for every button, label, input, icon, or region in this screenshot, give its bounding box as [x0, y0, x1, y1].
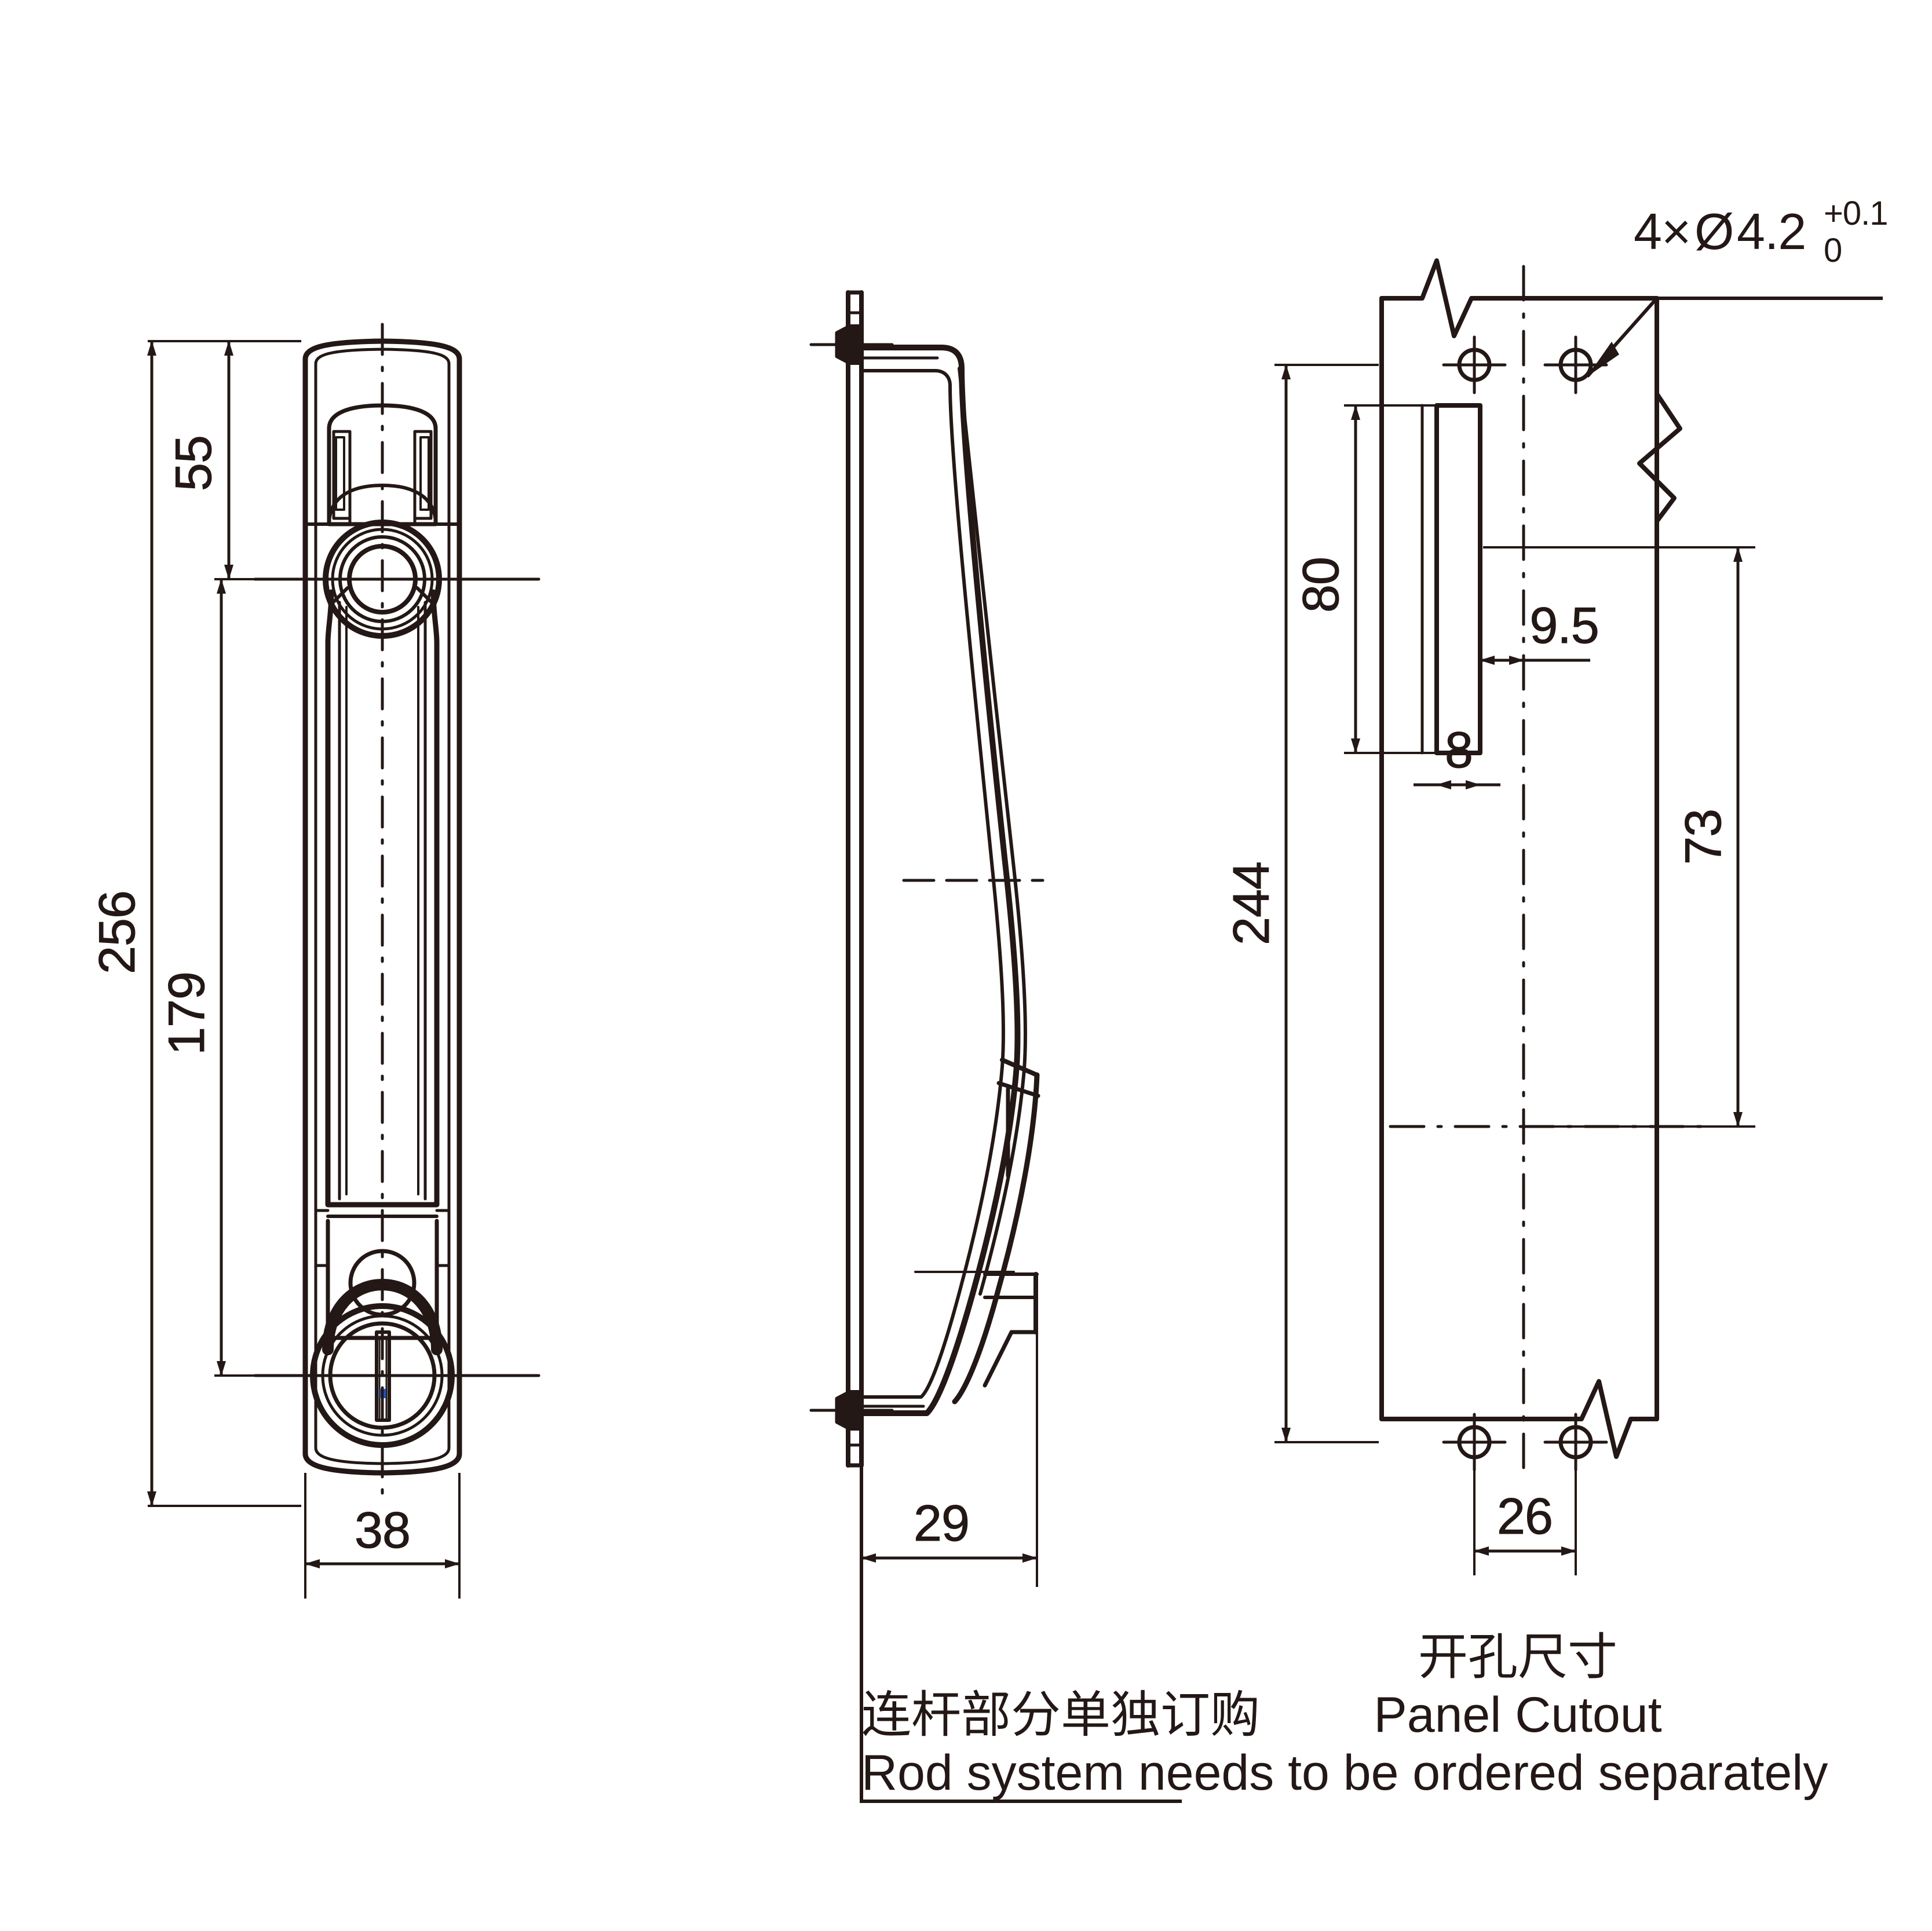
dim-244: 244	[1222, 364, 1379, 1443]
dim-80: 80	[1292, 404, 1436, 754]
dim-179: 179	[158, 579, 301, 1377]
cutout-panel-outline	[1379, 258, 1682, 1459]
side-handle-profile	[859, 345, 1040, 1416]
hole-callout-prefix: 4×	[1634, 203, 1690, 260]
dim-55: 55	[165, 341, 233, 580]
front-lever	[314, 589, 451, 1218]
dim-26-label: 26	[1497, 1487, 1553, 1545]
dim-73: 73	[1483, 546, 1755, 1128]
dim-256-label: 256	[88, 891, 145, 974]
rod-note-en: Rod system needs to be ordered separatel…	[861, 1745, 1828, 1801]
rod-note-leader	[860, 1431, 1182, 1803]
side-view	[809, 290, 1044, 1468]
front-dimensions: 256 179 55 38	[88, 340, 461, 1599]
hole-callout-tol-upper: +0.1	[1824, 195, 1888, 232]
hole-callout-tol-lower: 0	[1824, 232, 1842, 269]
front-view	[253, 323, 540, 1508]
dim-8: 8	[1414, 721, 1500, 789]
dim-38-label: 38	[355, 1501, 410, 1559]
cutout-title-cn: 开孔尺寸	[1418, 1628, 1617, 1686]
dim-244-label: 244	[1222, 862, 1280, 945]
dim-73-label: 73	[1674, 809, 1732, 865]
dim-8-label: 8	[1445, 721, 1473, 778]
dim-29-label: 29	[914, 1494, 969, 1552]
front-body-outline	[302, 338, 462, 1476]
dim-179-label: 179	[158, 972, 215, 1055]
hole-callout-nominal: 4.2	[1737, 203, 1806, 260]
side-mounting-panel	[846, 290, 864, 1468]
dim-26: 26	[1473, 1448, 1577, 1575]
side-dimensions: 29	[860, 1332, 1038, 1587]
hole-top-left	[1442, 335, 1507, 394]
cutout-slot	[1420, 403, 1482, 755]
side-top-fastener	[809, 324, 894, 365]
dim-256: 256	[88, 341, 156, 1506]
dim-9-5: 9.5	[1480, 597, 1599, 665]
hole-callout: 4× Ø 4.2 +0.1 0	[1634, 195, 1889, 269]
cutout-title-en: Panel Cutout	[1374, 1687, 1661, 1743]
dim-80-label: 80	[1292, 557, 1349, 613]
dim-38: 38	[304, 1473, 461, 1599]
dim-55-label: 55	[165, 436, 222, 491]
rod-note-cn: 连杆部分单独订购	[861, 1686, 1260, 1744]
cutout-dimensions: 244 80 73 9.5 8	[1222, 364, 1755, 1575]
dim-9-5-label: 9.5	[1529, 597, 1598, 654]
hole-callout-diameter-symbol: Ø	[1694, 203, 1733, 260]
hole-callout-leader	[1586, 297, 1883, 378]
side-bottom-fastener	[809, 1390, 894, 1431]
